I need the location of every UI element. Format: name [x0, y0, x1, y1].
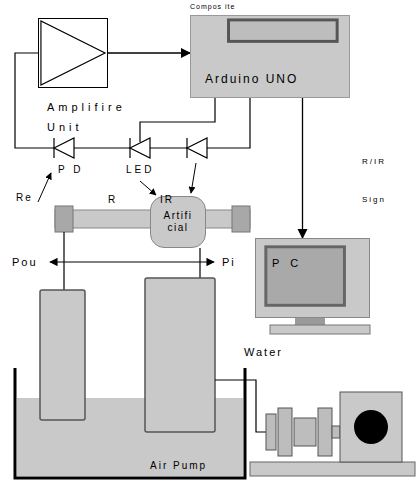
label-text: Pi [222, 256, 236, 269]
label-text: IR [160, 194, 174, 206]
arduino-board: Arduino UNO [190, 15, 350, 98]
label-text: Compos ite [190, 3, 235, 11]
node-graphic [39, 19, 107, 87]
signal-connector [302, 98, 303, 238]
amplifier-unit: Amplifire Unit [38, 18, 108, 88]
label-text: R/IR Sign [362, 143, 406, 219]
label-text: Water [244, 346, 283, 359]
outlet-cylinder [40, 290, 85, 420]
label-text: R [108, 194, 117, 206]
label-text: LED [126, 164, 154, 176]
node-label: Artifi cial [151, 197, 205, 247]
pc-monitor: P C [255, 238, 370, 318]
label-text: Re [16, 192, 33, 204]
signal-connector [108, 52, 190, 53]
pump-pipe [215, 380, 266, 432]
node-label: Amplifire Unit [47, 97, 143, 137]
node-label: P C [272, 257, 302, 271]
artificial-vessel: Artifi cial [150, 196, 206, 248]
node-label: Arduino UNO [205, 72, 298, 87]
air-pump [250, 392, 415, 476]
pc-stand [270, 318, 370, 334]
inlet-cylinder [145, 278, 215, 432]
diode-symbols [54, 138, 207, 158]
node-graphic [256, 239, 369, 317]
label-text: P D [58, 164, 84, 176]
label-text: Pou [12, 256, 38, 269]
label-text: Air Pump [150, 460, 207, 472]
